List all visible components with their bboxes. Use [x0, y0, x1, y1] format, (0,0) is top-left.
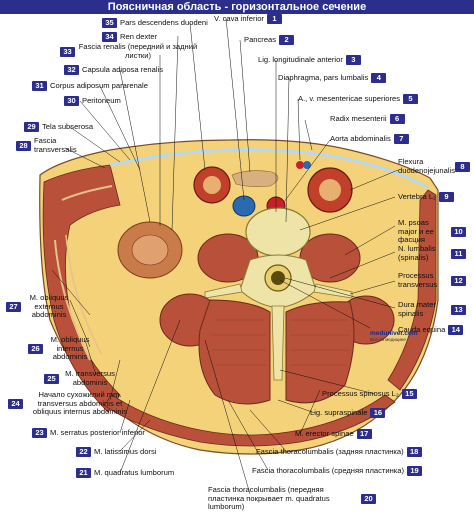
- label-erector-spinae: M. erector spinae 17: [295, 429, 372, 439]
- label-number: 18: [406, 447, 422, 457]
- label-fascia-transversalis: 28 Fascia transversalis: [16, 136, 78, 154]
- label-fascia-anterior: Fascia thoracolumbalis (передняя пластин…: [208, 485, 376, 512]
- label-number: 19: [407, 466, 423, 476]
- label-number: 10: [451, 226, 466, 237]
- label-number: 15: [401, 389, 417, 399]
- label-number: 5: [403, 94, 418, 104]
- label-transversus-abdominis: 25 M. transversus abdominis: [44, 369, 118, 387]
- label-number: 35: [102, 18, 117, 28]
- label-number: 12: [451, 275, 466, 286]
- label-number: 2: [279, 35, 295, 45]
- label-number: 21: [76, 468, 91, 478]
- label-number: 4: [371, 73, 387, 83]
- page-title: Поясничная область - горизонтальное сече…: [0, 0, 474, 14]
- label-number: 26: [28, 343, 43, 354]
- label-number: 14: [448, 325, 464, 335]
- label-n-lumbalis: N. lumbalis (spinalis) 11: [398, 244, 466, 262]
- label-number: 24: [8, 398, 23, 409]
- label-fascia-middle: Fascia thoracolumbalis (средняя пластинк…: [252, 466, 423, 476]
- label-number: 23: [32, 428, 47, 438]
- label-number: 6: [389, 114, 405, 124]
- label-duodenum-descendens: 35 Pars descendens duodeni: [102, 18, 208, 28]
- label-number: 28: [16, 140, 31, 151]
- label-number: 25: [44, 373, 59, 384]
- label-number: 20: [361, 493, 376, 504]
- label-fascia-posterior: Fascia thoracolumbalis (задняя пластинка…: [256, 447, 422, 457]
- label-vena-cava-inferior: V. cava inferior 1: [214, 14, 282, 24]
- label-number: 3: [345, 55, 361, 65]
- label-number: 33: [60, 46, 75, 57]
- label-peritoneum: 30 Peritoneum: [64, 96, 121, 106]
- watermark-logo: meduniver.com Все по медицине: [370, 330, 418, 342]
- label-processus-spinosus: Processus spinosus L₂ 15: [322, 389, 417, 399]
- label-number: 22: [76, 447, 91, 457]
- label-dura-mater: Dura mater spinalis 13: [398, 300, 466, 318]
- label-cauda-equina: Cauda equina 14: [398, 325, 464, 335]
- label-latissimus-dorsi: 22 M. latissimus dorsi: [76, 447, 156, 457]
- label-lig-longitudinale-anterior: Lig. longitudinale anterior 3: [258, 55, 361, 65]
- label-number: 29: [24, 122, 39, 132]
- label-quadratus-lumborum: 21 M. quadratus lumborum: [76, 468, 174, 478]
- label-number: 17: [356, 429, 372, 439]
- label-vertebra: Vertebra L₂ 9: [398, 192, 454, 202]
- label-number: 32: [64, 65, 79, 75]
- label-number: 34: [102, 32, 117, 42]
- label-number: 7: [393, 134, 409, 144]
- label-number: 11: [451, 248, 466, 259]
- label-diaphragma: Diaphragma, pars lumbalis 4: [278, 73, 387, 83]
- label-lig-supraspinale: Lig. supraspinale 16: [310, 408, 386, 418]
- label-fascia-renalis: 33 Fascia renalis (передний и задний лис…: [60, 42, 198, 60]
- label-corpus-adiposum: 31 Corpus adiposum pararenale: [32, 81, 148, 91]
- label-radix-mesenterii: Radix mesenterii 6: [330, 114, 405, 124]
- label-processus-transversus: Processus transversus 12: [398, 271, 466, 289]
- label-number: 8: [455, 161, 470, 172]
- label-tela-subserosa: 29 Tela subserosa: [24, 122, 93, 132]
- label-pancreas: Pancreas 2: [244, 35, 295, 45]
- label-aorta-abdominalis: Aorta abdominalis 7: [330, 134, 409, 144]
- label-number: 27: [6, 301, 21, 312]
- label-ren-dexter: 34 Ren dexter: [102, 32, 157, 42]
- label-tendon-origin: 24 Начало сухожилий mm. transversus abdo…: [8, 390, 134, 417]
- label-serratus-posterior-inferior: 23 M. serratus posterior inferior: [32, 428, 145, 438]
- label-number: 16: [370, 408, 386, 418]
- label-number: 13: [451, 304, 466, 315]
- label-number: 1: [266, 14, 282, 24]
- label-number: 31: [32, 81, 47, 91]
- label-psoas-major: M. psoas major и ее фасция 10: [398, 218, 466, 245]
- label-mesentericae-superiores: A., v. mesentericae superiores 5: [298, 94, 418, 104]
- label-capsula-adiposa: 32 Capsula adiposa renalis: [64, 65, 163, 75]
- label-flexura-duodenojejunalis: Flexura duodenojejunalis 8: [398, 157, 470, 175]
- label-obliquus-externus: 27 M. obliquus externus abdominis: [6, 293, 74, 320]
- label-number: 9: [439, 192, 454, 202]
- label-number: 30: [64, 96, 79, 106]
- label-obliquus-internus: 26 M. obliquus internus abdominis: [28, 335, 94, 362]
